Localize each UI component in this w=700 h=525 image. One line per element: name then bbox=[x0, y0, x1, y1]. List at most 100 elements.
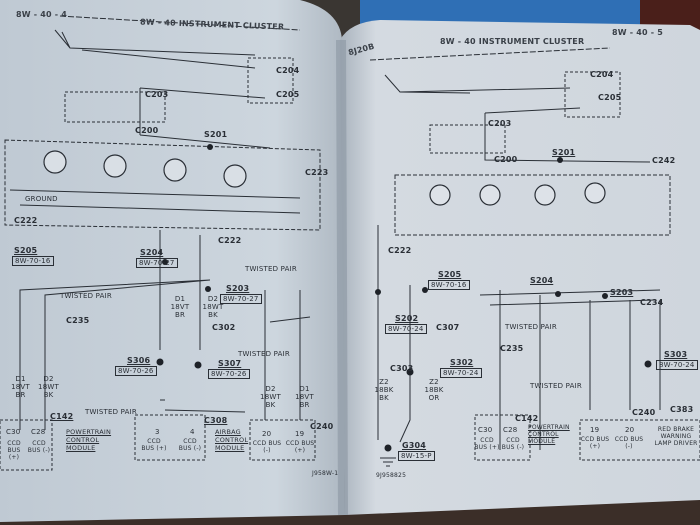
gauge-icon bbox=[534, 184, 556, 206]
twisted-pair-label: TWISTED PAIR bbox=[530, 382, 582, 390]
wire-label: D2 18WT BK bbox=[38, 375, 59, 399]
connector-label: C240 bbox=[310, 422, 334, 431]
pin-desc: CCD BUS (-) bbox=[614, 436, 644, 450]
splice-dot bbox=[207, 144, 213, 150]
connector-label: C242 bbox=[652, 156, 676, 165]
splice-label: S204 bbox=[530, 276, 554, 285]
connector-label: C222 bbox=[14, 216, 38, 225]
gauge-icon bbox=[103, 154, 127, 178]
splice-dot bbox=[406, 368, 414, 376]
splice-ref: 8W-70-16 bbox=[12, 256, 54, 266]
splice-label: S202 bbox=[395, 314, 419, 323]
wire-label: D1 18VT BR bbox=[295, 385, 314, 409]
splice-ref: 8W-70-27 bbox=[136, 258, 178, 268]
splice-dot bbox=[194, 361, 202, 369]
splice-dot bbox=[644, 360, 652, 368]
splice-label: S303 bbox=[664, 350, 688, 359]
pin-desc: CCD BUS (+) bbox=[285, 440, 315, 454]
wire-label: D1 18VT BR bbox=[170, 295, 190, 319]
left-wiring bbox=[0, 15, 321, 471]
gauge-icon bbox=[479, 184, 501, 206]
right-wiring bbox=[369, 47, 700, 461]
pin-label: 20 bbox=[262, 430, 272, 438]
left-gauges bbox=[43, 150, 247, 188]
splice-ref: 8W-70-24 bbox=[385, 324, 427, 334]
connector-label: C234 bbox=[640, 298, 664, 307]
twisted-pair-label: TWISTED PAIR bbox=[60, 292, 112, 300]
right-page-title: 8W - 40 INSTRUMENT CLUSTER bbox=[440, 37, 585, 46]
pin-desc: CCD BUS (-) bbox=[252, 440, 282, 454]
gauge-icon bbox=[584, 182, 606, 204]
splice-dot bbox=[557, 157, 563, 163]
twisted-pair-label: TWISTED PAIR bbox=[85, 408, 137, 416]
spine-shadow bbox=[336, 40, 348, 515]
diagram-id: J958W-1 bbox=[312, 470, 339, 477]
pin-desc: CCD BUS (-) bbox=[501, 437, 525, 451]
module-label: POWERTRAIN CONTROL MODULE bbox=[528, 424, 570, 445]
connector-label: C203 bbox=[488, 119, 512, 128]
connector-label: C142 bbox=[50, 412, 74, 421]
wire-label: Z2 18BK BK bbox=[374, 378, 394, 402]
splice-ref: 8W-70-27 bbox=[220, 294, 262, 304]
ground-icon bbox=[380, 457, 396, 467]
left-page-number: 8W - 40 - 4 bbox=[16, 10, 68, 19]
pin-desc: CCD BUS (-) bbox=[27, 440, 51, 454]
connector-label: C222 bbox=[388, 246, 412, 255]
connector-label: C204 bbox=[590, 70, 614, 79]
connector-label: C200 bbox=[494, 155, 518, 164]
pin-label: C30 bbox=[6, 428, 21, 436]
connector-label: C308 bbox=[204, 416, 228, 425]
connector-label: C204 bbox=[276, 66, 300, 75]
splice-label: S203 bbox=[610, 288, 634, 297]
splice-label: S201 bbox=[552, 148, 576, 157]
pin-label: 19 bbox=[590, 426, 600, 434]
connector-label: C223 bbox=[305, 168, 329, 177]
connector-label: C307 bbox=[436, 323, 460, 332]
splice-dot bbox=[156, 358, 164, 366]
wire-label: D1 18VT BR bbox=[11, 375, 30, 399]
pin-desc: CCD BUS (+) bbox=[7, 440, 21, 461]
gauge-icon bbox=[43, 150, 67, 174]
splice-label: S205 bbox=[438, 270, 462, 279]
pin-desc: CCD BUS (+) bbox=[474, 437, 500, 451]
splice-dot bbox=[555, 291, 561, 297]
gauge-icon bbox=[223, 164, 247, 188]
splice-ref: 8W-70-24 bbox=[656, 360, 698, 370]
pin-desc: CCD BUS (-) bbox=[178, 438, 202, 452]
splice-ref: 8W-70-26 bbox=[208, 369, 250, 379]
connector-label: C205 bbox=[598, 93, 622, 102]
splice-label: S306 bbox=[127, 356, 151, 365]
splice-ref: 8W-70-24 bbox=[440, 368, 482, 378]
splice-dot bbox=[205, 286, 211, 292]
connector-label: C383 bbox=[670, 405, 694, 414]
pin-label: 4 bbox=[190, 428, 195, 436]
module-label: RED BRAKE WARNING LAMP DRIVER bbox=[654, 426, 698, 447]
splice-ref: 8W-70-16 bbox=[428, 280, 470, 290]
twisted-pair-label: TWISTED PAIR bbox=[505, 323, 557, 331]
splice-dot bbox=[602, 293, 608, 299]
wire-label: Z2 18BK OR bbox=[424, 378, 444, 402]
left-page bbox=[0, 0, 345, 522]
connector-label: C142 bbox=[515, 414, 539, 423]
gauge-icon bbox=[163, 158, 187, 182]
pin-label: C28 bbox=[503, 426, 518, 434]
twisted-pair-label: TWISTED PAIR bbox=[245, 265, 297, 273]
connector-label: C235 bbox=[500, 344, 524, 353]
pin-label: 20 bbox=[625, 426, 635, 434]
wire-label: GROUND bbox=[25, 195, 58, 203]
diagram-id: 9J958825 bbox=[376, 472, 407, 479]
wire-label: D2 18WT BK bbox=[260, 385, 281, 409]
module-label: AIRBAG CONTROL MODULE bbox=[215, 428, 249, 452]
splice-dot bbox=[422, 287, 428, 293]
connector-label: C302 bbox=[212, 323, 236, 332]
right-page-number: 8W - 40 - 5 bbox=[612, 28, 664, 37]
pin-label: C28 bbox=[31, 428, 46, 436]
ground-dot bbox=[384, 444, 392, 452]
connector-label: C203 bbox=[145, 90, 169, 99]
splice-label: S204 bbox=[140, 248, 164, 257]
module-label: POWERTRAIN CONTROL MODULE bbox=[66, 428, 112, 452]
pin-desc: CCD BUS (+) bbox=[141, 438, 167, 452]
splice-label: S307 bbox=[218, 359, 242, 368]
splice-label: S205 bbox=[14, 246, 38, 255]
